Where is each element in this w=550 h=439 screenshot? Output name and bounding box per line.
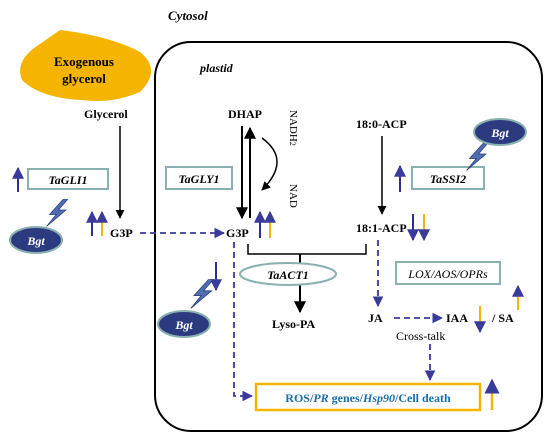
tagly1-label: TaGLY1: [178, 172, 219, 186]
sa-metabolite: / SA: [491, 311, 514, 325]
glycerol-label: glycerol: [62, 71, 106, 86]
lightning-icon: [190, 279, 214, 309]
tassi2-box: TaSSI2: [411, 166, 485, 190]
tassi2-label: TaSSI2: [430, 172, 466, 186]
plastid-boundary: [154, 41, 543, 432]
bgt-badge-plastid-top: Bgt: [473, 118, 527, 146]
bgt-label: Bgt: [174, 318, 193, 332]
bgt-badge-plastid-bottom: Bgt: [157, 310, 211, 338]
dhap-metabolite: DHAP: [228, 107, 262, 121]
cytosol-label: Cytosol: [168, 8, 208, 23]
nad-label: NAD: [287, 184, 299, 208]
g3p-cytosol: G3P: [110, 226, 133, 240]
acyl-transfer-bracket: [247, 244, 367, 255]
acp-18-0: 18:0-ACP: [356, 117, 407, 131]
taact1-ellipse: TaACT1: [239, 262, 337, 286]
exogenous-label: Exogenous: [54, 54, 114, 69]
tagli1-label: TaGLI1: [49, 173, 88, 187]
g3p-to-outcome-arrow: [233, 242, 254, 402]
ja-metabolite: JA: [368, 311, 383, 325]
exogenous-glycerol-ellipse: Exogenous glycerol: [20, 30, 152, 101]
crosstalk-label: Cross-talk: [396, 329, 445, 343]
g3p-plastid: G3P: [226, 226, 249, 240]
outcome-label: ROS/PR genes/Hsp90/Cell death: [285, 391, 451, 405]
lox-box: LOX/AOS/OPRs: [395, 261, 501, 285]
glycerol-metabolite: Glycerol: [84, 107, 128, 121]
lightning-icon: [46, 199, 68, 227]
acp-18-1: 18:1-ACP: [356, 221, 407, 235]
bgt-label: Bgt: [26, 234, 45, 248]
nadh-nad-curve: [261, 137, 278, 191]
outcome-box: ROS/PR genes/Hsp90/Cell death: [254, 382, 482, 412]
tagly1-box: TaGLY1: [165, 166, 233, 190]
lox-label: LOX/AOS/OPRs: [407, 267, 488, 281]
tagli1-box: TaGLI1: [27, 168, 109, 190]
taact1-label: TaACT1: [267, 268, 309, 282]
bgt-label: Bgt: [490, 126, 509, 140]
nadh-label: NADH2: [287, 110, 299, 146]
iaa-metabolite: IAA: [446, 311, 468, 325]
plastid-label: plastid: [199, 61, 234, 75]
lyso-pa: Lyso-PA: [272, 317, 315, 331]
bgt-badge-cytosol: Bgt: [9, 226, 63, 254]
